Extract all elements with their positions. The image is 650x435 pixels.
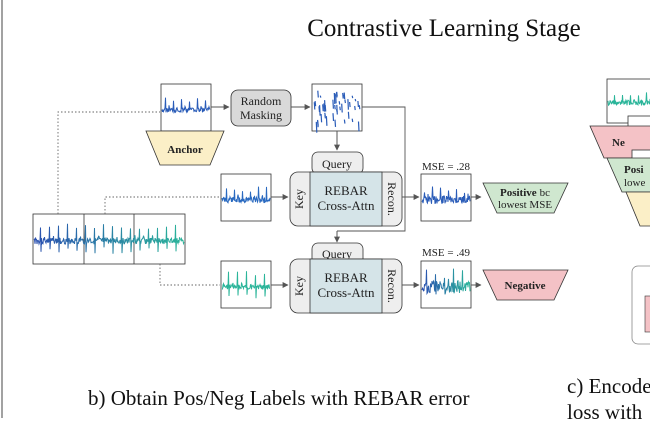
recon-label-top: Recon. <box>385 182 399 216</box>
right-pos-label: Posi <box>624 164 644 176</box>
rebar-line1-top: REBAR <box>324 183 368 198</box>
positive-subtitle: lowest MSE <box>498 199 552 211</box>
candidate-signal-bottom <box>220 260 272 309</box>
masking-line2: Masking <box>240 108 282 122</box>
diagram-title: Contrastive Learning Stage <box>307 15 581 42</box>
recon-label-bottom: Recon. <box>385 269 399 303</box>
masking-line1: Random <box>241 94 282 108</box>
connector-anchor <box>57 111 160 214</box>
reconstruction-signal-bottom <box>420 260 472 309</box>
rebar-line2-top: Cross-Attn <box>317 198 375 213</box>
mse-top-label: MSE = .28 <box>422 161 471 173</box>
query-label-bottom: Query <box>322 247 352 261</box>
rebar-line2-bottom: Cross-Attn <box>317 285 375 300</box>
random-masking-box: Random Masking <box>230 89 292 127</box>
anchor-label: Anchor <box>167 144 203 156</box>
caption-c-line1: c) Encode <box>567 374 650 398</box>
rebar-module-bottom: Query Key REBAR Cross-Attn Recon. <box>289 242 403 314</box>
masked-signal <box>311 83 363 133</box>
rebar-module-top: Query Key REBAR Cross-Attn Recon. <box>289 151 403 227</box>
candidate-signal-top <box>220 173 272 222</box>
negative-label-box: Negative <box>482 269 569 301</box>
reconstruction-signal-top <box>420 173 472 222</box>
connector-candidate-top <box>104 196 220 214</box>
query-label-top: Query <box>322 157 352 171</box>
mse-bottom-label: MSE = .49 <box>422 247 471 259</box>
anchor-signal <box>160 83 212 132</box>
caption-b: b) Obtain Pos/Neg Labels with REBAR erro… <box>88 386 469 410</box>
connector-masked-to-bottom <box>337 106 406 232</box>
key-label-top: Key <box>292 189 306 209</box>
input-signal <box>32 213 186 265</box>
right-panel-partial: Ne Posi lowe <box>589 78 650 345</box>
anchor-encoder: Anchor <box>145 130 225 166</box>
negative-title: Negative <box>505 280 546 292</box>
caption-c-line2: loss with <box>567 400 643 424</box>
rebar-line1-bottom: REBAR <box>324 270 368 285</box>
connector-candidate-bottom <box>159 264 220 286</box>
right-neg-label: Ne <box>612 137 625 149</box>
key-label-bottom: Key <box>292 276 306 296</box>
right-lowe-label: lowe <box>624 177 646 189</box>
